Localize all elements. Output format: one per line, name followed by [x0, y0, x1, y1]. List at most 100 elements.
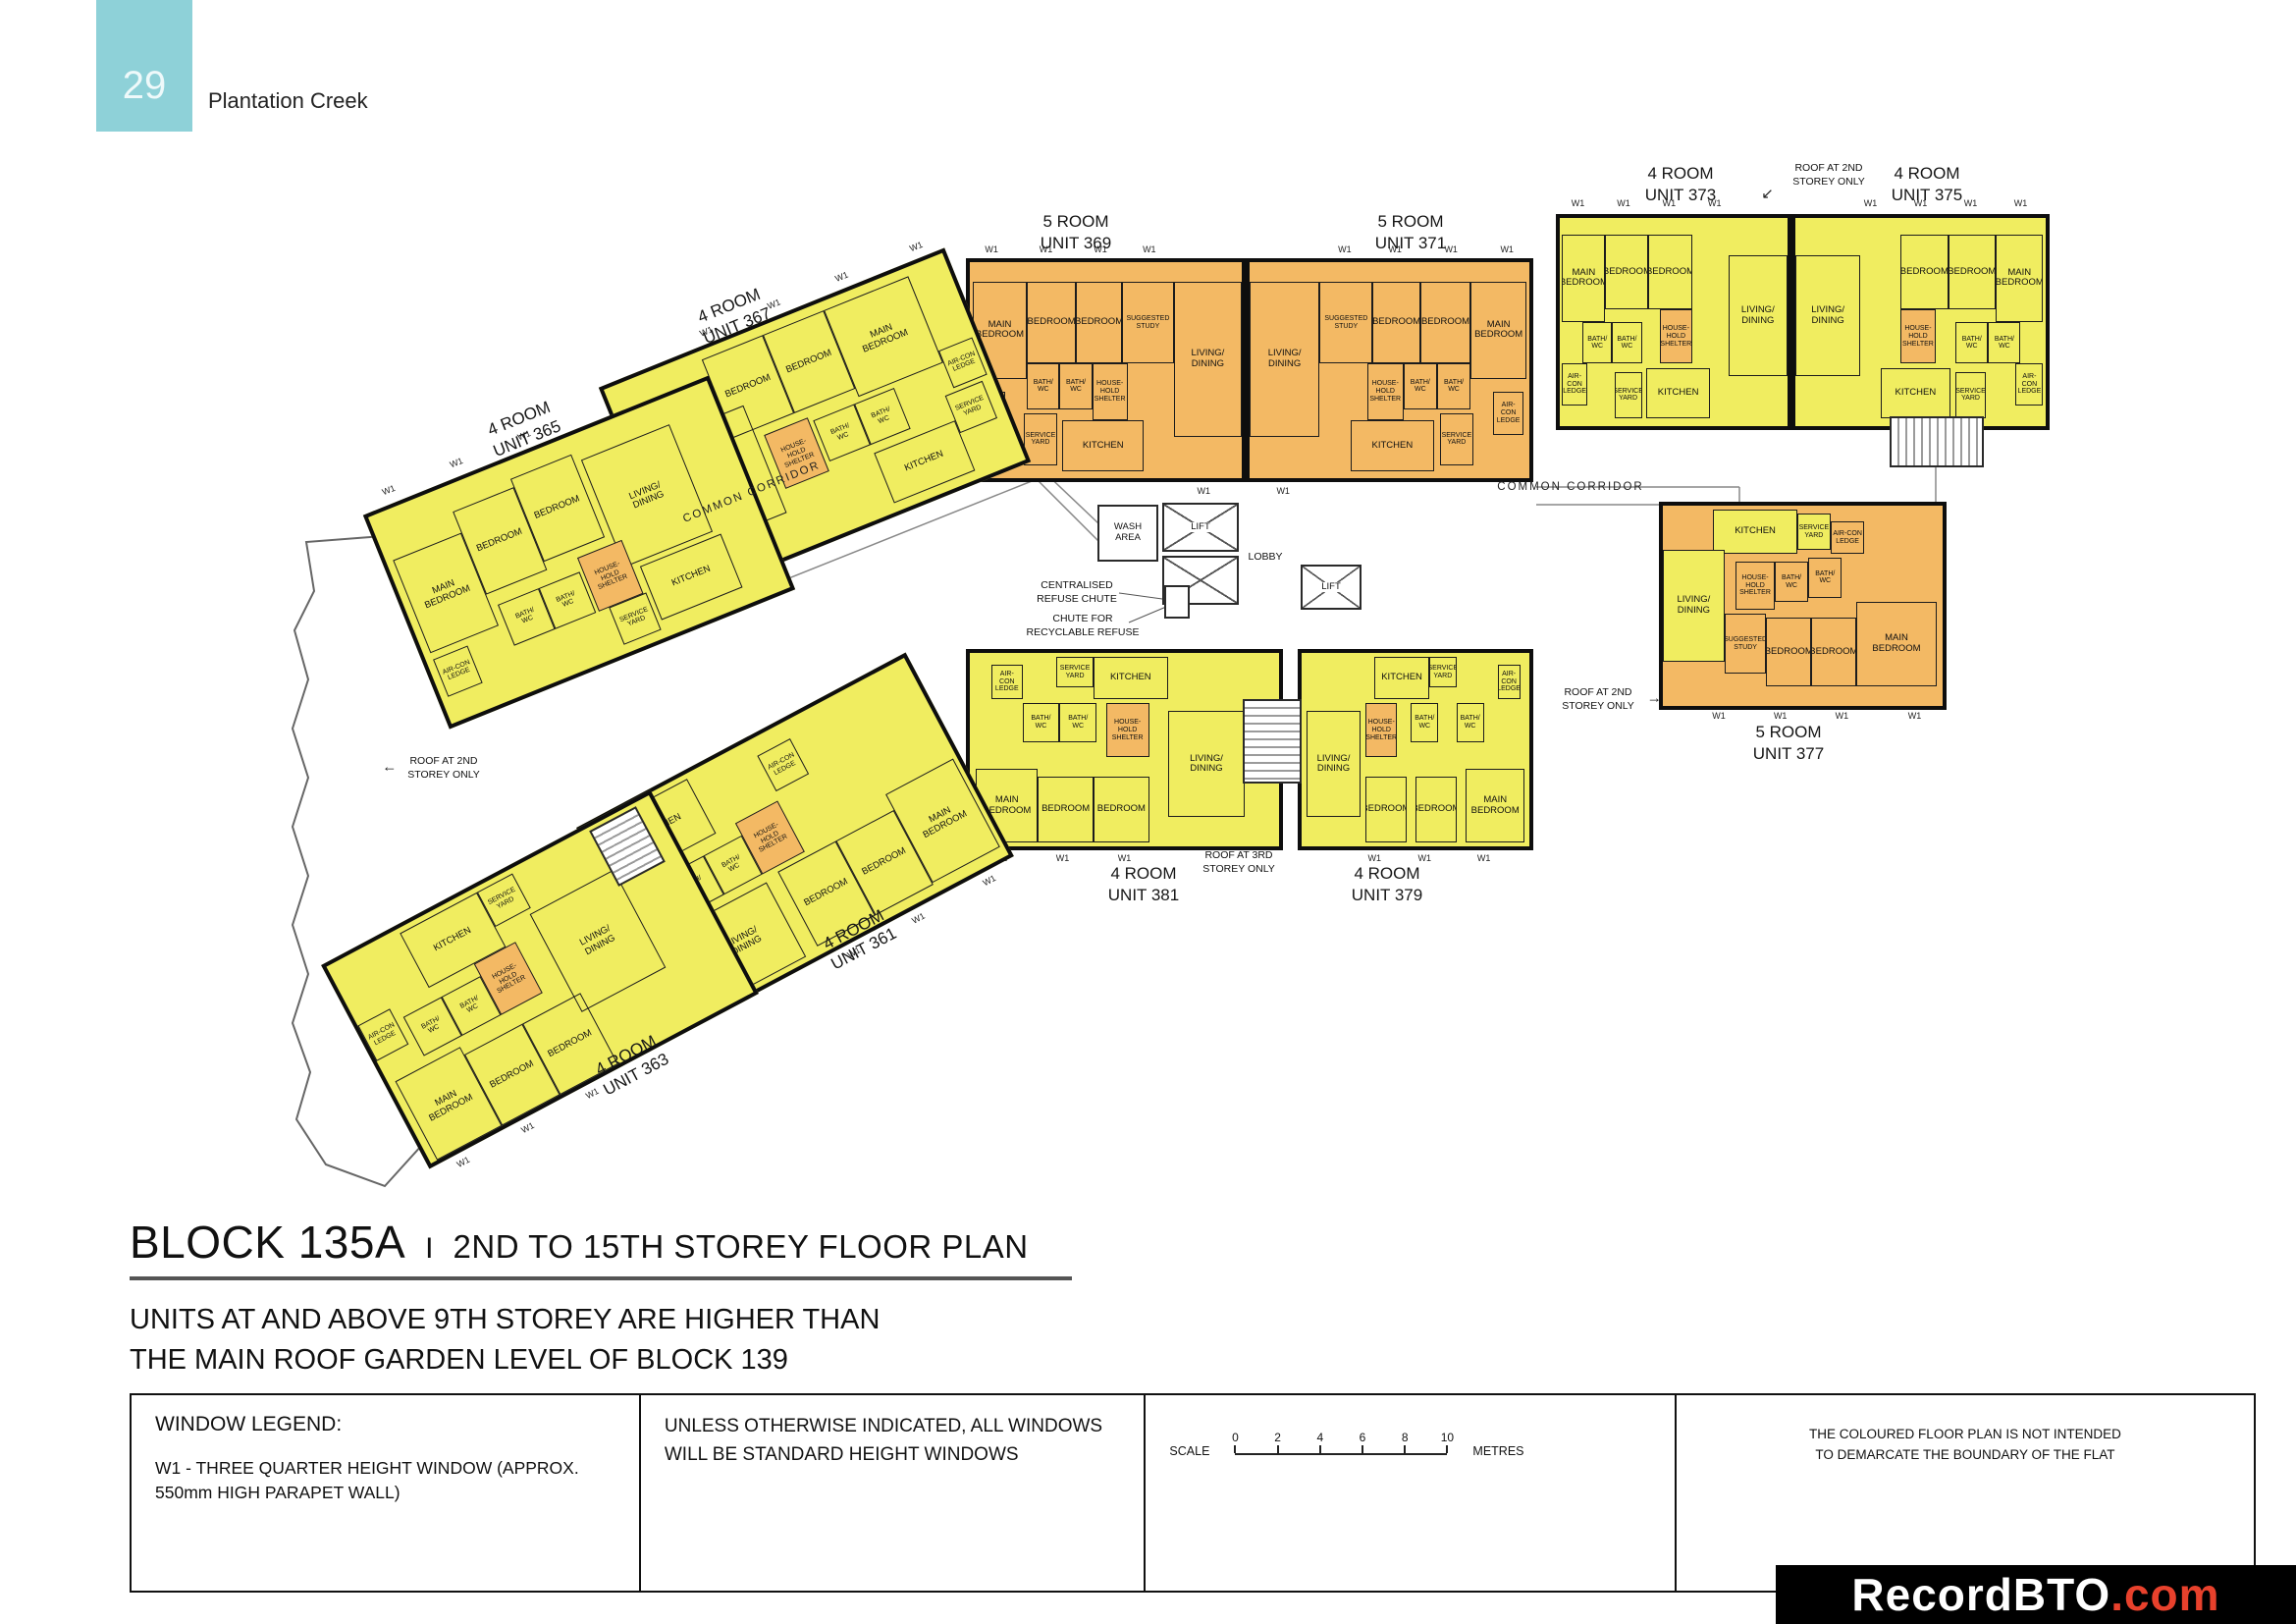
unit-type-label: 5 ROOM: [1377, 211, 1444, 231]
room-living-dining: LIVING/ DINING: [529, 869, 667, 1013]
height-note: UNITS AT AND ABOVE 9TH STOREY ARE HIGHER…: [130, 1300, 1072, 1380]
staircase-central: [1243, 699, 1302, 784]
roof-note-line: ROOF AT 2ND: [409, 754, 478, 767]
window-w1-label: W1: [1712, 711, 1726, 722]
room-air-con-ledge: AIR-CON LEDGE: [1492, 392, 1524, 435]
window-w1-label: W1: [1662, 198, 1677, 209]
lift-shaft-3-label: LIFT: [1318, 581, 1344, 593]
window-w1-label: W1: [1367, 852, 1381, 863]
wash-area-box-label: WASH AREA: [1113, 521, 1143, 543]
lift-shaft-3: LIFT: [1301, 565, 1362, 610]
room-kitchen: KITCHEN: [1374, 656, 1429, 700]
title-unit-371: 5 ROOM UNIT 371: [1375, 211, 1446, 254]
title-underline: [130, 1276, 1072, 1280]
scale-label: SCALE: [1169, 1444, 1210, 1458]
window-w1-label: W1: [1143, 244, 1156, 254]
window-legend-line1: W1 - THREE QUARTER HEIGHT WINDOW (APPROX…: [155, 1458, 579, 1478]
room-service-yard: SERVICE YARD: [1614, 371, 1642, 418]
room-air-con-ledge: AIR-CON LEDGE: [2015, 363, 2044, 406]
unit-number-label: UNIT 377: [1752, 744, 1825, 763]
unit-type-label: 4 ROOM: [1354, 863, 1420, 883]
room-bedroom: BEDROOM: [1027, 281, 1077, 364]
window-w1-label: W1: [1963, 198, 1978, 209]
room-service-yard: SERVICE YARD: [1955, 371, 1986, 418]
window-w1-label: W1: [1276, 486, 1290, 497]
refuse-chute-box: [1164, 585, 1190, 619]
unit-number-label: UNIT 371: [1374, 234, 1447, 252]
room-main-bedroom: MAIN BEDROOM: [1470, 281, 1527, 379]
room-bedroom: BEDROOM: [1900, 234, 1949, 310]
watermark-banner: RecordBTO.com: [1776, 1565, 2296, 1624]
title-block: BLOCK 135A I 2ND TO 15TH STOREY FLOOR PL…: [130, 1216, 1072, 1380]
window-w1-label: W1: [1708, 198, 1722, 209]
room-bedroom: BEDROOM: [1648, 234, 1692, 310]
room-living-dining: LIVING/ DINING: [1795, 255, 1861, 377]
room-bath-wc: BATH/ WC: [1059, 703, 1097, 742]
room-main-bedroom: MAIN BEDROOM: [1466, 769, 1525, 843]
scale-line: [1234, 1445, 1449, 1455]
room-kitchen: KITCHEN: [1094, 656, 1168, 700]
room-air-con-ledge: AIR-CON LEDGE: [1497, 664, 1521, 700]
project-name: Plantation Creek: [208, 88, 368, 113]
room-kitchen: KITCHEN: [1062, 419, 1145, 472]
scale-bar: SCALE 0 2 4 6 8 10 METRES: [1169, 1431, 1651, 1458]
staircase-right: [1890, 416, 1984, 467]
disclaimer-line1: THE COLOURED FLOOR PLAN IS NOT INTENDED: [1809, 1427, 2121, 1441]
arrow-sw-icon: ↙: [1761, 185, 1774, 202]
room-service-yard: SERVICE YARD: [1439, 413, 1473, 465]
room-kitchen: KITCHEN: [1880, 367, 1951, 418]
height-note-line1: UNITS AT AND ABOVE 9TH STOREY ARE HIGHER…: [130, 1304, 881, 1335]
room-air-con-ledge: AIR-CON LEDGE: [757, 738, 809, 791]
page-number: 29: [122, 64, 167, 107]
room-bedroom: BEDROOM: [1076, 281, 1123, 364]
page-number-badge: 29: [96, 0, 192, 132]
room-living-dining: LIVING/ DINING: [1250, 281, 1320, 438]
unit-type-label: 5 ROOM: [1755, 722, 1822, 741]
room-air-con-ledge: AIR-CON LEDGE: [1831, 521, 1865, 554]
window-w1-label: W1: [1055, 852, 1070, 863]
disclaimer-cell: THE COLOURED FLOOR PLAN IS NOT INTENDED …: [1677, 1395, 2254, 1591]
roof-note-line: STOREY ONLY: [1562, 700, 1634, 712]
window-w1-label: W1: [1094, 244, 1107, 254]
roof-note-line: STOREY ONLY: [407, 769, 480, 781]
window-w1-label: W1: [1863, 198, 1878, 209]
window-w1-label: W1: [985, 244, 998, 254]
wash-area-box: WASH AREA: [1097, 505, 1158, 562]
scale-tick-label: 8: [1401, 1431, 1409, 1444]
window-w1-label: W1: [1907, 711, 1922, 722]
arrow-left-icon: ←: [382, 758, 398, 776]
room-bedroom: BEDROOM: [1094, 777, 1149, 843]
room-bath-wc: BATH/ WC: [1775, 562, 1809, 602]
unit-number-label: UNIT 373: [1644, 186, 1717, 204]
roof-note-line: ROOF AT 3RD: [1204, 848, 1273, 861]
scale-tick-label: 0: [1232, 1431, 1239, 1444]
window-w1-label: W1: [1444, 244, 1458, 254]
room-suggested-study: SUGGESTED STUDY: [1122, 281, 1174, 364]
lift-shaft-1-label: LIFT: [1188, 521, 1213, 533]
room-bath-wc: BATH/ WC: [1808, 558, 1842, 598]
room-service-yard: SERVICE YARD: [1796, 514, 1831, 550]
window-legend-title: WINDOW LEGEND:: [155, 1413, 343, 1435]
room-living-dining: LIVING/ DINING: [1728, 255, 1788, 377]
title-unit-377: 5 ROOM UNIT 377: [1753, 722, 1824, 765]
room-house-hold-shelter: HOUSE- HOLD SHELTER: [1092, 363, 1128, 420]
window-w1-label: W1: [1388, 244, 1402, 254]
room-bath-wc: BATH/ WC: [1022, 703, 1060, 742]
room-main-bedroom: MAIN BEDROOM: [1855, 601, 1938, 686]
scale-tick-label: 4: [1316, 1431, 1324, 1444]
room-service-yard: SERVICE YARD: [1428, 656, 1457, 688]
disclaimer-line2: TO DEMARCATE THE BOUNDARY OF THE FLAT: [1815, 1446, 2115, 1462]
room-house-hold-shelter: HOUSE- HOLD SHELTER: [1366, 363, 1404, 420]
window-w1-label: W1: [1773, 711, 1788, 722]
window-w1-label: W1: [1117, 852, 1132, 863]
unit-type-label: 4 ROOM: [1110, 863, 1177, 883]
window-w1-label: W1: [1417, 852, 1432, 863]
